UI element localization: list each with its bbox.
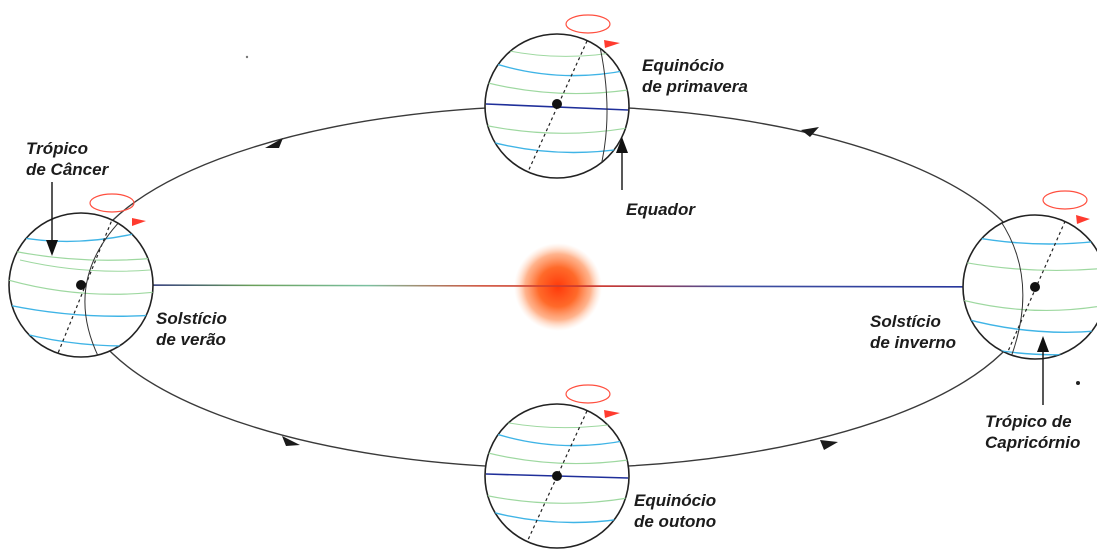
globe-solsticio-verao (8, 194, 156, 368)
label-tropico-cancer-line2: de Câncer (26, 159, 108, 180)
label-equinocio-outono: Equinócio de outono (634, 490, 716, 532)
label-solsticio-inverno: Solstício de inverno (870, 311, 956, 353)
label-equinocio-primavera: Equinócio de primavera (642, 55, 748, 97)
globe-solsticio-inverno (962, 191, 1097, 365)
label-solsticio-inverno-line1: Solstício (870, 311, 956, 332)
speck (1076, 381, 1080, 385)
label-solsticio-inverno-line2: de inverno (870, 332, 956, 353)
orbit-arrow-bottom-right (820, 440, 838, 450)
label-tropico-cancer-line1: Trópico (26, 138, 108, 159)
label-equinocio-outono-line1: Equinócio (634, 490, 716, 511)
label-equador: Equador (626, 199, 695, 220)
solstice-line (81, 285, 1035, 287)
speck (246, 56, 248, 58)
globe-equinocio-primavera (484, 15, 629, 185)
sun (514, 243, 602, 331)
label-solsticio-verao-line2: de verão (156, 329, 227, 350)
label-tropico-capricornio-line2: Capricórnio (985, 432, 1080, 453)
label-tropico-capricornio-line1: Trópico de (985, 411, 1080, 432)
label-equinocio-primavera-line2: de primavera (642, 76, 748, 97)
label-solsticio-verao: Solstício de verão (156, 308, 227, 350)
globe-equinocio-outono (484, 385, 629, 553)
label-equinocio-primavera-line1: Equinócio (642, 55, 748, 76)
label-equinocio-outono-line2: de outono (634, 511, 716, 532)
label-solsticio-verao-line1: Solstício (156, 308, 227, 329)
label-tropico-capricornio: Trópico de Capricórnio (985, 411, 1080, 453)
label-tropico-cancer: Trópico de Câncer (26, 138, 108, 180)
